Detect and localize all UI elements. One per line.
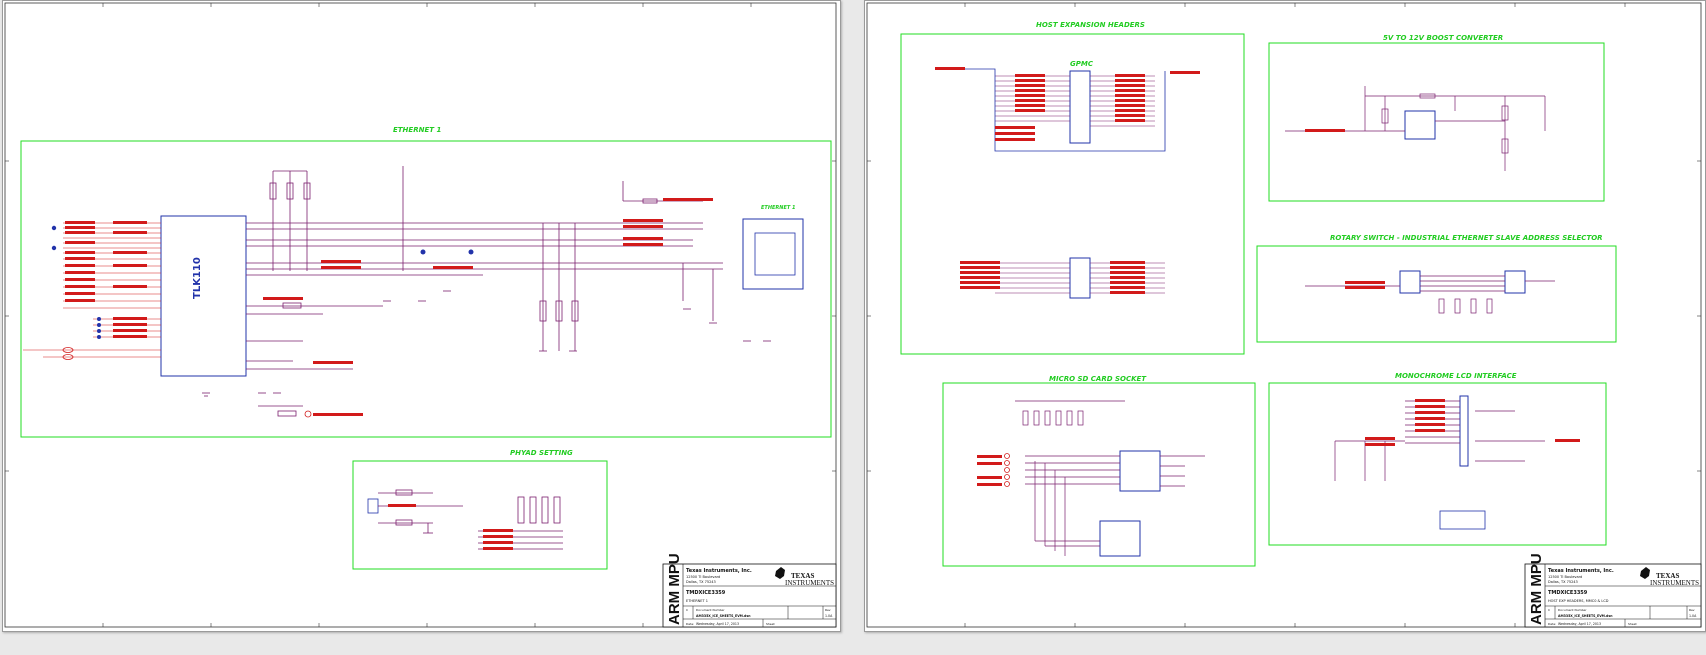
board-name: TMDXICE3359	[686, 590, 726, 596]
lcd-part-note	[1439, 510, 1486, 530]
page-title: ETHERNET 1	[686, 599, 708, 603]
title-block-2: ARM MPU Texas Instruments, Inc. 12500 TI…	[1524, 553, 1702, 628]
svg-text:12500 TI Boulevard: 12500 TI Boulevard	[686, 575, 720, 579]
host-headers-block-border	[900, 33, 1245, 355]
svg-text:Dallas, TX 75243: Dallas, TX 75243	[1548, 580, 1578, 584]
lcd-block-border	[1268, 382, 1607, 546]
svg-text:INSTRUMENTS: INSTRUMENTS	[1650, 579, 1699, 587]
ti-logo-text-2: TEXAS	[1656, 572, 1679, 580]
svg-text:C: C	[686, 608, 688, 612]
ethernet-block-title: ETHERNET 1	[393, 126, 441, 134]
svg-text:Document Number: Document Number	[1558, 608, 1587, 612]
host-headers-title: HOST EXPANSION HEADERS	[1036, 21, 1145, 29]
tlk110-label: TLK110	[192, 257, 203, 299]
svg-text:Rev: Rev	[1689, 608, 1695, 612]
svg-text:12500 TI Boulevard: 12500 TI Boulevard	[1548, 575, 1582, 579]
revision-2: 1.0A	[1689, 614, 1697, 618]
date: Wednesday, April 17, 2013	[696, 622, 739, 626]
svg-text:Sheet: Sheet	[766, 622, 775, 626]
gpmc-header	[1069, 70, 1091, 144]
revision: 1.0A	[825, 614, 833, 618]
ethernet-block-border	[20, 140, 832, 438]
gpmc-title: GPMC	[1070, 60, 1094, 68]
phyad-block-border	[352, 460, 608, 570]
svg-text:INSTRUMENTS: INSTRUMENTS	[785, 579, 834, 587]
tlk110-ic	[160, 215, 247, 377]
rotary-buffer-ic	[1399, 270, 1421, 294]
company-name-2: Texas Instruments, Inc.	[1548, 568, 1614, 574]
lcd-title: MONOCHROME LCD INTERFACE	[1395, 372, 1517, 380]
svg-text:Sheet: Sheet	[1628, 622, 1637, 626]
lcd-connector	[1459, 395, 1469, 467]
microsd-block-border	[942, 382, 1256, 567]
date-2: Wednesday, April 17, 2013	[1558, 622, 1601, 626]
company-name: Texas Instruments, Inc.	[686, 568, 752, 574]
schematic-sheet-2[interactable]: HOST EXPANSION HEADERS GPMC	[864, 0, 1706, 632]
rotary-block-border	[1256, 245, 1617, 343]
boost-block-border	[1268, 42, 1605, 202]
svg-text:Document Number: Document Number	[696, 608, 725, 612]
sheet-1-drawing: ETHERNET 1 TLK110	[4, 2, 837, 628]
ti-logo-icon-2	[1640, 567, 1650, 579]
doc-number: AM335X_ICE_SHEETS_EVM.dsn	[696, 614, 751, 618]
rj45-connector	[742, 218, 804, 290]
svg-text:Date:: Date:	[686, 622, 694, 626]
doc-number-2: AM335X_ICE_SHEETS_EVM.dsn	[1558, 614, 1613, 618]
boost-title: 5V TO 12V BOOST CONVERTER	[1383, 34, 1503, 42]
svg-text:Date:: Date:	[1548, 622, 1556, 626]
svg-text:Dallas, TX 75243: Dallas, TX 75243	[686, 580, 716, 584]
arm-mpu-label-2: ARM MPU	[1528, 553, 1545, 625]
sheet-2-drawing: HOST EXPANSION HEADERS GPMC	[866, 2, 1702, 628]
title-block-1: ARM MPU Texas Instruments, Inc. 12500 TI…	[662, 553, 837, 628]
esd-protection-ic	[1099, 520, 1141, 557]
ethernet-connector-title: ETHERNET 1	[761, 205, 796, 211]
microsd-socket	[1119, 450, 1161, 492]
board-name-2: TMDXICE3359	[1548, 590, 1588, 596]
arm-mpu-label: ARM MPU	[666, 553, 683, 625]
ti-logo-icon	[775, 567, 785, 579]
svg-text:C: C	[1548, 608, 1550, 612]
phyad-block-title: PHYAD SETTING	[510, 449, 573, 457]
svg-text:Rev: Rev	[825, 608, 831, 612]
host-header-2	[1069, 257, 1091, 299]
boost-regulator-ic	[1404, 110, 1436, 140]
schematic-sheet-1[interactable]: ETHERNET 1 TLK110	[2, 0, 841, 632]
rotary-switch	[1504, 270, 1526, 294]
rotary-title: ROTARY SWITCH - INDUSTRIAL ETHERNET SLAV…	[1330, 234, 1603, 242]
ethernet-bus-wires	[246, 166, 723, 407]
ti-logo-text: TEXAS	[791, 572, 814, 580]
microsd-title: MICRO SD CARD SOCKET	[1049, 375, 1147, 383]
page-title-2: HOST EXP HEADERS, MMC0 & LCD	[1548, 599, 1609, 603]
